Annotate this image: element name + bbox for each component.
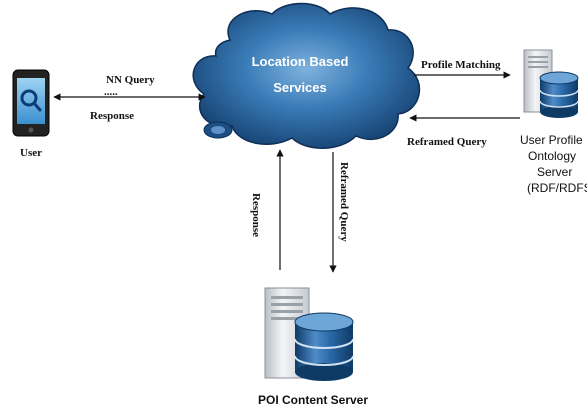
phone-magnifier-icon (12, 69, 50, 137)
ontology-server-line2: Ontology (528, 149, 576, 163)
nn-query-dots: ..... (104, 86, 118, 98)
ontology-server-line1: User Profile (520, 133, 583, 147)
poi-server-database-icon (264, 287, 354, 381)
poi-server-label: POI Content Server (258, 393, 368, 407)
ontology-server-line4: (RDF/RDFS) (527, 181, 587, 195)
response-user-label: Response (90, 110, 134, 122)
nn-query-label: NN Query (106, 74, 155, 86)
cloud-title-line1: Location Based (252, 54, 349, 69)
ontology-server-line3: Server (537, 165, 572, 179)
reframed-query-vertical-label: Reframed Query (338, 162, 350, 242)
profile-matching-label: Profile Matching (421, 59, 501, 71)
reframed-query-right-label: Reframed Query (407, 136, 487, 148)
response-vertical-label: Response (250, 193, 262, 237)
location-based-services-cloud: Location Based Services (192, 2, 421, 149)
cloud-title-line2: Services (273, 80, 327, 95)
server-database-icon (523, 49, 579, 118)
user-label: User (20, 147, 42, 159)
